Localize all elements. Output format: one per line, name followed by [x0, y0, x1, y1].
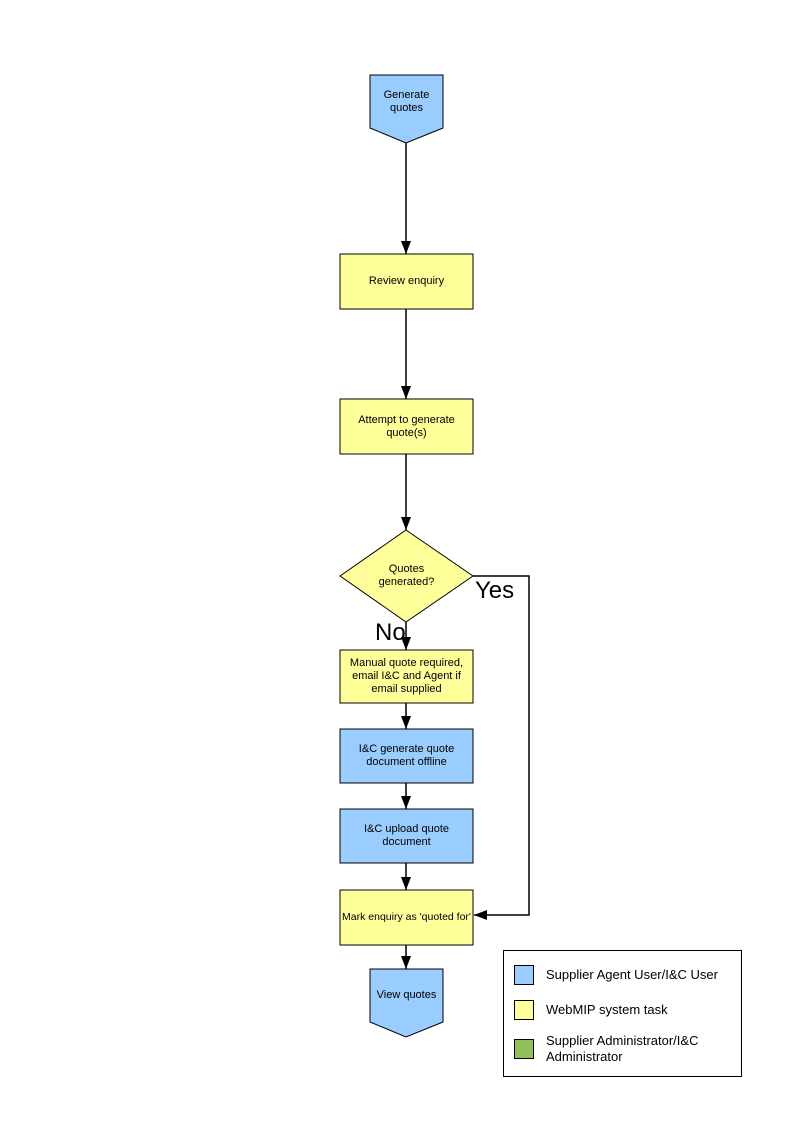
decision-diamond-shape: [339, 529, 474, 623]
legend-box: Supplier Agent User/I&C User WebMIP syst…: [503, 950, 742, 1077]
end-node-shape: [369, 968, 444, 1038]
yellow-swatch-icon: [514, 1000, 534, 1020]
manual-node-label: Manual quote required, email I&C and Age…: [349, 657, 464, 695]
review-node-label: Review enquiry: [368, 275, 445, 287]
attempt-node-label: Attempt to generate quote(s): [358, 413, 455, 439]
legend-item-label: WebMIP system task: [546, 1002, 668, 1017]
upload-node-label: I&C upload quote document: [363, 823, 449, 848]
upload-node-shape: [339, 808, 474, 864]
connector-decision-yes-to-mark: [473, 575, 530, 920]
legend-item-supplier-administrator: Supplier Administrator/I&C Administrator: [514, 1033, 734, 1065]
end-node-label: View quotes: [376, 989, 437, 1001]
start-node-shape: [369, 74, 444, 144]
offline-node-label: I&C generate quote document offline: [358, 743, 455, 768]
no-branch-label: No: [375, 619, 406, 646]
mark-node-shape: [339, 889, 474, 946]
attempt-node-shape: [339, 398, 474, 455]
mark-node-label: Mark enquiry as 'quoted for': [342, 911, 471, 923]
yes-branch-label: Yes: [475, 577, 515, 604]
legend-item-supplier-agent-user: Supplier Agent User/I&C User: [514, 965, 734, 985]
legend-item-label: Supplier Agent User/I&C User: [546, 967, 718, 982]
offline-node-shape: [339, 728, 474, 784]
green-swatch-icon: [514, 1039, 534, 1059]
manual-node-shape: [339, 649, 474, 704]
start-node-label: Generate quotes: [383, 88, 430, 114]
legend-item-webmip-system-task: WebMIP system task: [514, 1000, 734, 1020]
legend-item-label: Supplier Administrator/I&C Administrator: [546, 1033, 699, 1064]
decision-node-label: Quotes generated?: [378, 563, 435, 588]
blue-swatch-icon: [514, 965, 534, 985]
review-node-shape: [339, 253, 474, 310]
